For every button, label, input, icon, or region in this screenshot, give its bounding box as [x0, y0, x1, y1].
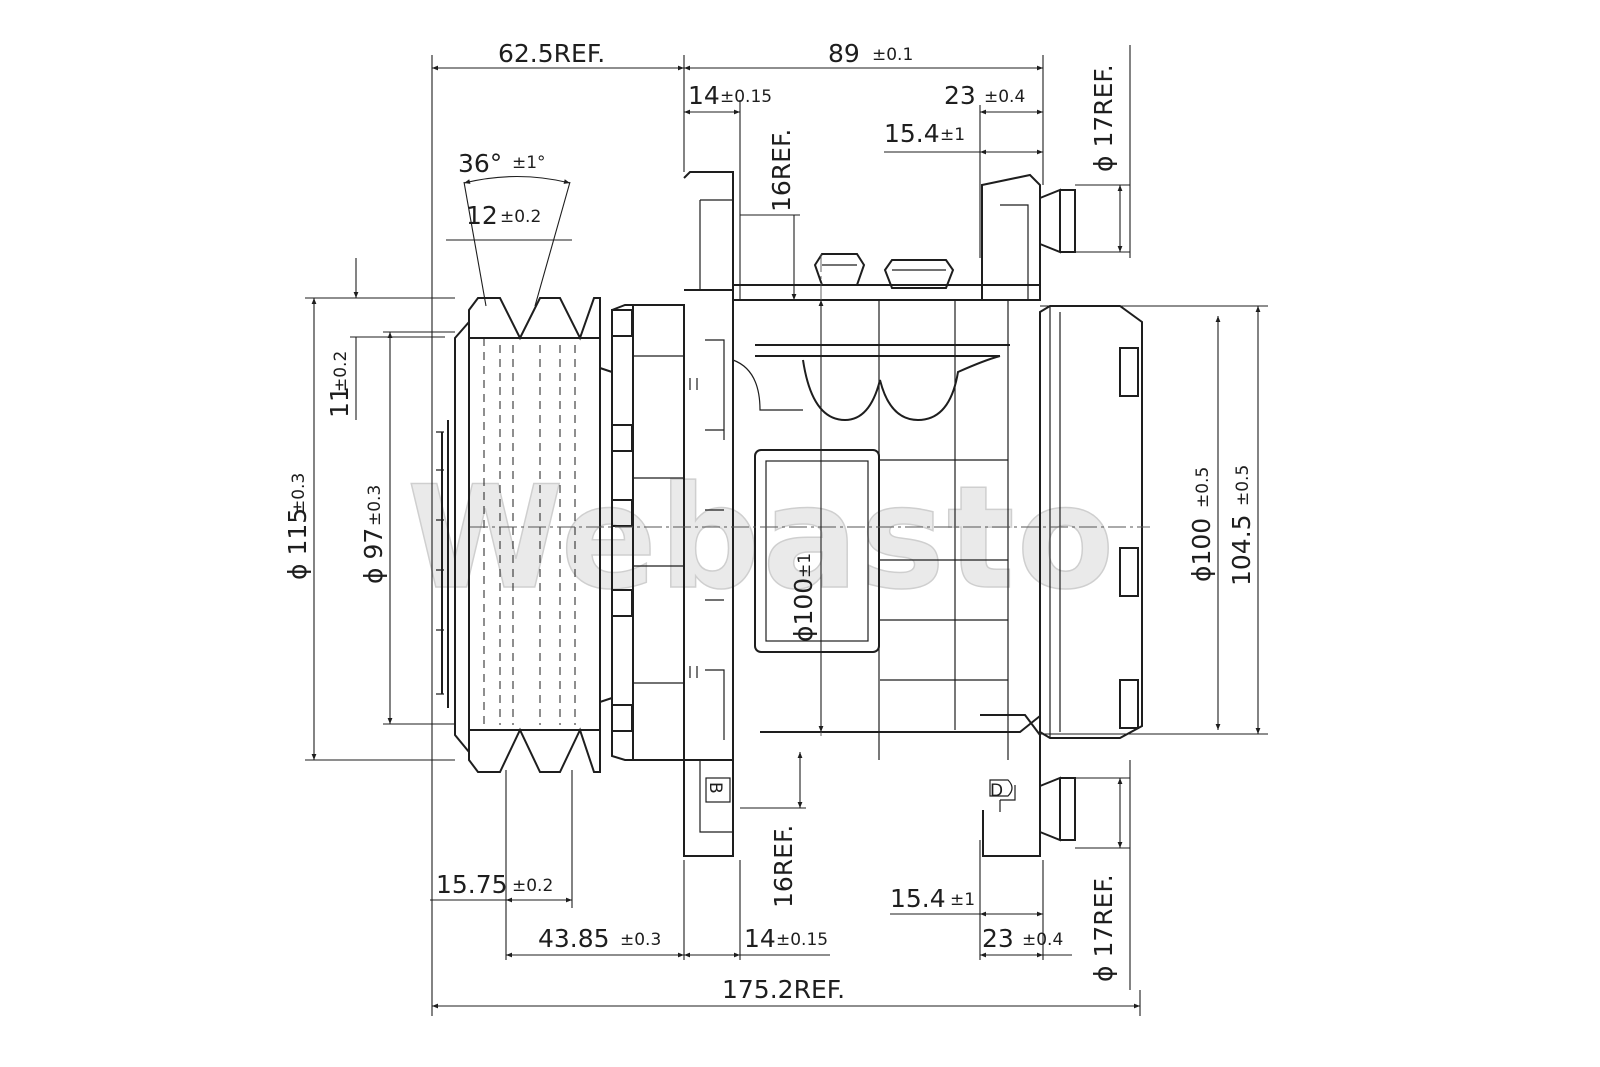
dim-23-bottom: 23	[982, 924, 1014, 953]
clutch-plate-edge	[441, 420, 449, 708]
dim-23-bottom-tol: ±0.4	[1022, 930, 1063, 950]
front-flange	[633, 304, 685, 761]
dim-11: 11	[325, 386, 354, 418]
dim-15-4-bottom-tol: ±1	[950, 890, 975, 910]
nameplate-inner	[765, 460, 869, 642]
dim-phi115-tol: ±0.3	[289, 473, 309, 514]
mount-ear-top-left-inner	[699, 199, 733, 290]
mount-ear-top-right-inner	[1000, 204, 1029, 300]
dim-43-85: 43.85	[538, 924, 610, 953]
dim-14-top-tol: ±0.15	[720, 87, 772, 107]
dim-right-phi100: ϕ100	[1187, 518, 1216, 582]
housing-ribs	[705, 339, 725, 740]
dim-phi97: ϕ 97	[359, 528, 388, 584]
pulley-hidden-lines	[483, 338, 576, 730]
cylinder-body: D	[732, 173, 1076, 857]
front-housing: B	[611, 171, 734, 857]
dim-16ref-top: 16REF.	[767, 129, 796, 212]
clutch-pulley	[436, 297, 613, 773]
front-flange-steps	[633, 355, 684, 684]
dim-14-bottom-tol: ±0.15	[776, 930, 828, 950]
dim-angle-36-tol: ±1°	[512, 153, 546, 173]
pulley-rim-lines	[469, 337, 600, 731]
dim-phi115: ϕ 115	[283, 508, 312, 580]
dimension-lines	[305, 45, 1268, 1016]
dim-16ref-bottom: 16REF.	[769, 825, 798, 908]
port-d-label: D	[990, 781, 1003, 801]
mount-ear-bottom-left	[683, 760, 734, 857]
dim-104-5: 104.5	[1227, 514, 1256, 586]
dim-angle-36: 36°	[458, 149, 502, 178]
dim-phi97-tol: ±0.3	[365, 485, 385, 526]
dim-89: 89	[828, 39, 860, 68]
mount-ear-top-right	[981, 173, 1041, 301]
dim-23-top-tol: ±0.4	[984, 87, 1025, 107]
body-fins	[880, 459, 1008, 681]
hub-ribs	[436, 431, 444, 695]
dim-15-4-top: 15.4	[884, 119, 940, 148]
housing-marks	[689, 378, 698, 678]
mount-ear-bottom-left-inner	[699, 760, 733, 833]
dim-15-75-tol: ±0.2	[512, 876, 553, 896]
port-d-box	[989, 779, 1013, 797]
dim-15-4-bottom: 15.4	[890, 884, 946, 913]
dim-89-tol: ±0.1	[872, 45, 913, 65]
top-fitting	[1039, 188, 1076, 254]
rear-bolts	[1119, 347, 1139, 729]
dim-groove-12: 12	[466, 201, 498, 230]
watermark: Webasto	[406, 455, 1116, 622]
dim-23-top: 23	[944, 81, 976, 110]
lobe-band	[755, 344, 1010, 357]
port-b-box	[705, 777, 731, 803]
dim-104-5-tol: ±0.5	[1233, 465, 1253, 506]
head-bolts	[813, 253, 955, 289]
dim-175-2: 175.2REF.	[722, 975, 845, 1004]
dim-14-bottom: 14	[744, 924, 776, 953]
dim-15-4-top-tol: ±1	[940, 125, 965, 145]
mount-ear-bottom-right	[980, 714, 1041, 857]
dim-right-phi100-tol: ±0.5	[1193, 467, 1213, 508]
dim-phi17-top: ϕ 17REF.	[1089, 64, 1118, 172]
dim-groove-12-tol: ±0.2	[500, 207, 541, 227]
dim-14-top: 14	[688, 81, 720, 110]
mount-ear-bottom-right-inner	[999, 785, 1016, 812]
cylinder-lobes	[802, 355, 1001, 422]
top-rail	[732, 284, 1040, 301]
dim-body-phi100: ϕ100	[789, 578, 818, 642]
port-b-label: B	[705, 782, 725, 794]
dim-11-tol: ±0.2	[331, 351, 351, 392]
front-bolts	[611, 309, 633, 732]
dim-phi17-bottom: ϕ 17REF.	[1089, 874, 1118, 982]
dim-62-5: 62.5REF.	[498, 39, 605, 68]
lobe-left	[732, 359, 803, 411]
body-panels	[878, 300, 1009, 760]
watermark-text: Webasto	[407, 456, 1116, 621]
body-outline	[732, 300, 1041, 760]
dim-body-phi100-tol: ±1	[795, 553, 815, 578]
mount-ear-top-left	[683, 171, 734, 291]
dim-15-75: 15.75	[436, 870, 508, 899]
rear-cover-lines	[1049, 306, 1061, 738]
dimension-labels: 62.5REF. 89 ±0.1 14 ±0.15 23 ±0.4 15.4 ±…	[283, 39, 1256, 1004]
dim-43-85-tol: ±0.3	[620, 930, 661, 950]
bottom-fitting	[1039, 776, 1076, 842]
